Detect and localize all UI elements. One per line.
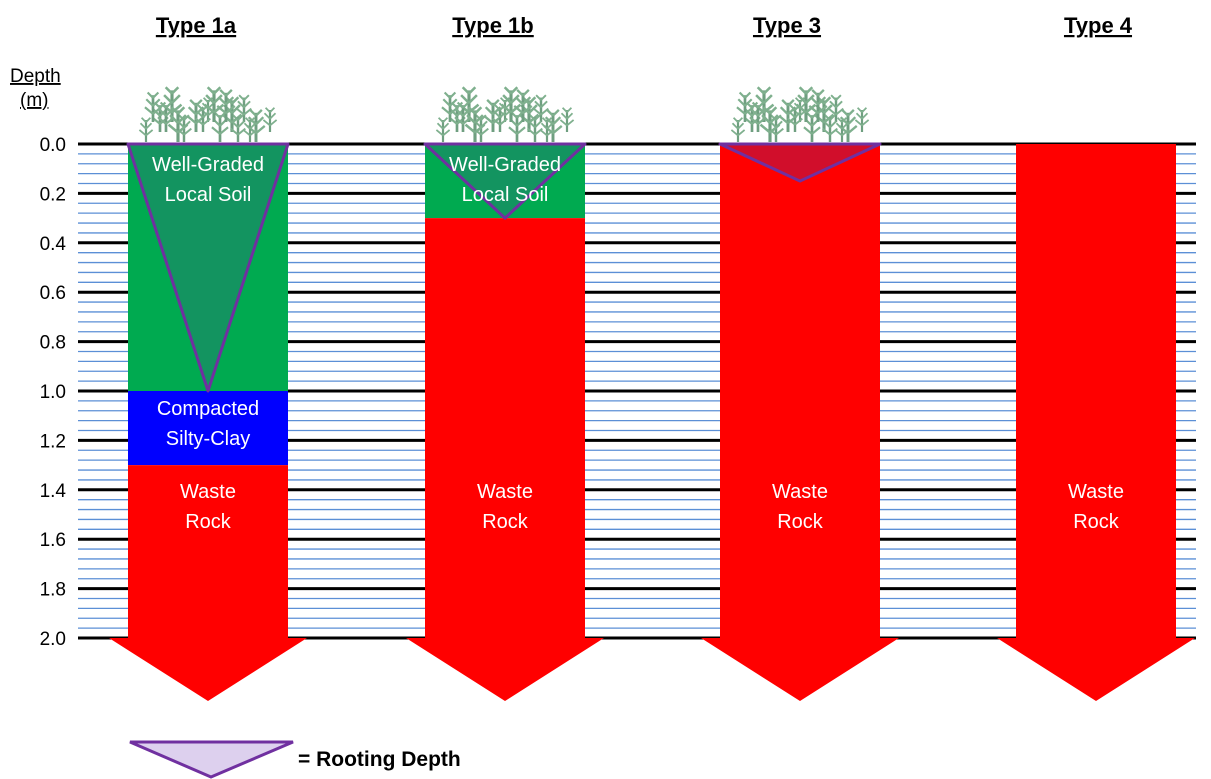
plant-sprig bbox=[730, 116, 746, 144]
layer-label-line1: Well-Graded bbox=[152, 154, 264, 176]
layer-label-line2: Local Soil bbox=[165, 184, 252, 206]
plant-sprig bbox=[435, 116, 451, 144]
silty-clay-layer bbox=[128, 391, 288, 466]
layer-label-line1: Waste bbox=[180, 481, 236, 503]
depth-axis-label: Depth (m) bbox=[10, 66, 61, 111]
depth-tick-label: 2.0 bbox=[40, 629, 66, 650]
layer-label-line1: Compacted bbox=[157, 398, 259, 420]
vegetation-icon bbox=[730, 85, 870, 144]
column-title-type-3: Type 3 bbox=[753, 13, 821, 38]
waste-rock-layer bbox=[406, 218, 604, 701]
depth-tick-label: 1.6 bbox=[40, 530, 66, 551]
plant-sprig bbox=[262, 106, 278, 134]
waste-rock-layer bbox=[109, 465, 307, 701]
depth-tick-label: 0.4 bbox=[40, 234, 67, 255]
depth-tick-label: 1.4 bbox=[40, 481, 67, 502]
depth-axis-label-line1: Depth bbox=[10, 66, 61, 87]
rooting-depth-triangle-icon bbox=[129, 740, 294, 779]
layer-label-line1: Waste bbox=[1068, 481, 1124, 503]
layer-label-line2: Local Soil bbox=[462, 184, 549, 206]
vegetation-icon bbox=[435, 85, 575, 144]
depth-tick-labels: 0.0 0.2 0.4 0.6 0.8 1.0 1.2 1.4 1.6 1.8 2.0 bbox=[40, 135, 67, 650]
layer-label-line2: Rock bbox=[482, 511, 529, 533]
layer-label-line2: Rock bbox=[777, 511, 824, 533]
vegetation-icon bbox=[138, 85, 278, 144]
depth-tick-label: 1.2 bbox=[40, 431, 66, 452]
depth-tick-label: 0.2 bbox=[40, 184, 66, 205]
rooting-depth-triangle bbox=[718, 142, 882, 183]
depth-tick-label: 1.8 bbox=[40, 580, 66, 601]
column-title-type-4: Type 4 bbox=[1064, 13, 1133, 38]
depth-tick-label: 0.6 bbox=[40, 283, 66, 304]
layer-label-line1: Waste bbox=[477, 481, 533, 503]
plant-sprig bbox=[138, 116, 154, 144]
layer-label-line2: Rock bbox=[1073, 511, 1120, 533]
legend: = Rooting Depth bbox=[129, 740, 461, 779]
column-title-type-1a: Type 1a bbox=[156, 13, 237, 38]
plant-sprig bbox=[559, 106, 575, 134]
legend-label: = Rooting Depth bbox=[298, 748, 461, 771]
depth-tick-label: 0.8 bbox=[40, 333, 66, 354]
column-title-type-1b: Type 1b bbox=[452, 13, 534, 38]
depth-tick-label: 1.0 bbox=[40, 382, 66, 403]
plant-sprig bbox=[854, 106, 870, 134]
layer-label-line2: Silty-Clay bbox=[166, 428, 250, 450]
waste-rock-layer bbox=[701, 144, 899, 701]
rooting-depth-triangle bbox=[423, 142, 587, 220]
layer-label-line2: Rock bbox=[185, 511, 232, 533]
waste-rock-layer bbox=[997, 144, 1195, 701]
layer-label-line1: Well-Graded bbox=[449, 154, 561, 176]
rooting-depth-triangle bbox=[126, 142, 290, 393]
depth-tick-label: 0.0 bbox=[40, 135, 66, 156]
depth-axis-label-line2: (m) bbox=[20, 90, 48, 111]
layer-label-line1: Waste bbox=[772, 481, 828, 503]
